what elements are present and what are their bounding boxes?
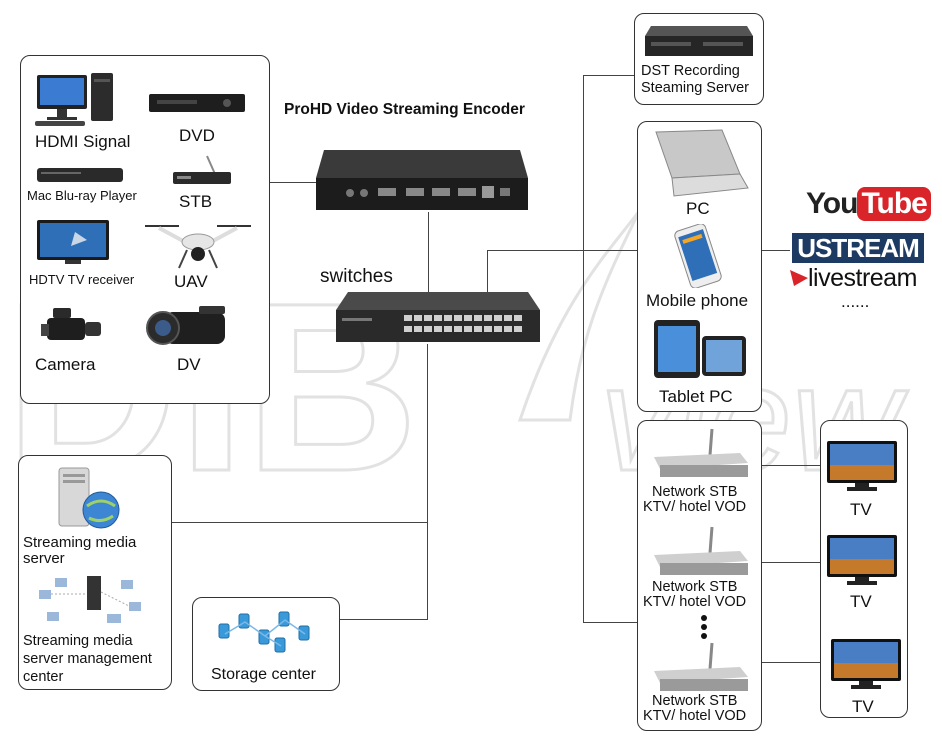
bluray-player-icon (37, 168, 123, 182)
tv-1-label: TV (850, 500, 872, 519)
wire-encoder-switch (428, 212, 429, 292)
recording-label: DST Recording Steaming Server (641, 63, 749, 96)
encoder-title: ProHD Video Streaming Encoder (284, 101, 525, 118)
network-switch-icon (336, 292, 540, 342)
encoder-device-icon (316, 150, 528, 210)
ustream-logo: USTREAM (792, 233, 924, 263)
stb-1-line2: KTV/ hotel VOD (643, 499, 747, 515)
stb-label: STB (179, 192, 213, 211)
wire-main-vertical (583, 75, 584, 623)
uav-drone-icon (145, 225, 251, 269)
tv-2-label: TV (850, 592, 872, 611)
wire-switch-clients (487, 250, 637, 251)
wire-stb2-tv2 (760, 562, 820, 563)
tablet-label: Tablet PC (659, 387, 733, 406)
more-devices-dots (701, 615, 707, 639)
wire-clients-platforms (760, 250, 790, 251)
dvd-label: DVD (179, 126, 215, 145)
dv-label: DV (177, 355, 201, 374)
sources-panel: HDMI Signal DVD Mac Blu-ray Player STB H… (20, 55, 270, 404)
storage-panel: Storage center (192, 597, 340, 691)
uav-label: UAV (174, 272, 208, 291)
tv-icon-3 (831, 639, 901, 689)
network-stb-icon-1 (654, 428, 748, 477)
platforms-more: ...... (841, 292, 870, 311)
management-center-label: Streaming media server management center (23, 633, 152, 685)
wire-recording-h (583, 75, 635, 76)
wire-stb-h (583, 622, 637, 623)
stb-2-line2: KTV/ hotel VOD (643, 594, 747, 610)
wire-stb3-tv3 (760, 662, 820, 663)
rack-server-icon (645, 26, 753, 56)
livestream-logo: livestream (808, 264, 917, 292)
tv-panel: TV TV TV (820, 420, 908, 718)
stb-3-line2: KTV/ hotel VOD (643, 708, 747, 724)
streaming-server-label: Streaming media server (23, 534, 137, 567)
network-stb-icon-3 (654, 642, 748, 691)
stb-icon (173, 155, 231, 184)
pc-label: PC (686, 199, 710, 218)
stb-2-line1: Network STB (652, 579, 738, 595)
wire-storage-h (339, 619, 428, 620)
tablet-icon (654, 320, 746, 378)
clients-panel: PC Mobile phone Tablet PC (637, 121, 762, 412)
camera-label: Camera (35, 355, 96, 374)
recording-panel: DST Recording Steaming Server (634, 13, 764, 105)
livestream-swoosh-icon (790, 270, 808, 286)
dvd-player-icon (149, 94, 245, 112)
tv-3-label: TV (852, 697, 874, 716)
stb-3-line1: Network STB (652, 693, 738, 709)
stb-panel: Network STB KTV/ hotel VOD Network STB K… (637, 420, 762, 731)
storage-network-icon (218, 611, 310, 653)
mobile-phone-label: Mobile phone (646, 291, 749, 310)
management-center-icon (39, 576, 141, 623)
wire-server-h (171, 522, 428, 523)
laptop-icon (655, 129, 749, 197)
youtube-tube: Tube (857, 187, 931, 221)
tv-icon-1 (827, 441, 897, 491)
youtube-you: You (806, 187, 858, 220)
camera-icon (41, 308, 101, 340)
network-stb-icon-2 (654, 526, 748, 575)
wire-stb1-tv1 (760, 465, 820, 466)
server-panel: Streaming media server Streaming media s… (18, 455, 172, 690)
wire-switch-down (427, 344, 428, 620)
wire-switch-up (487, 250, 488, 294)
hdmi-signal-label: HDMI Signal (35, 132, 131, 151)
mobile-phone-icon (674, 224, 722, 288)
tv-icon-2 (827, 535, 897, 585)
hdtv-receiver-icon (37, 220, 109, 264)
storage-label: Storage center (211, 666, 316, 683)
stb-1-line1: Network STB (652, 484, 738, 500)
switch-label: switches (320, 266, 393, 287)
dv-camcorder-icon (146, 306, 225, 345)
computer-icon (35, 73, 113, 126)
bluray-label: Mac Blu-ray Player (27, 188, 137, 203)
streaming-server-icon (58, 467, 120, 529)
hdtv-receiver-label: HDTV TV receiver (29, 272, 135, 287)
wire-sources-encoder (268, 182, 320, 183)
